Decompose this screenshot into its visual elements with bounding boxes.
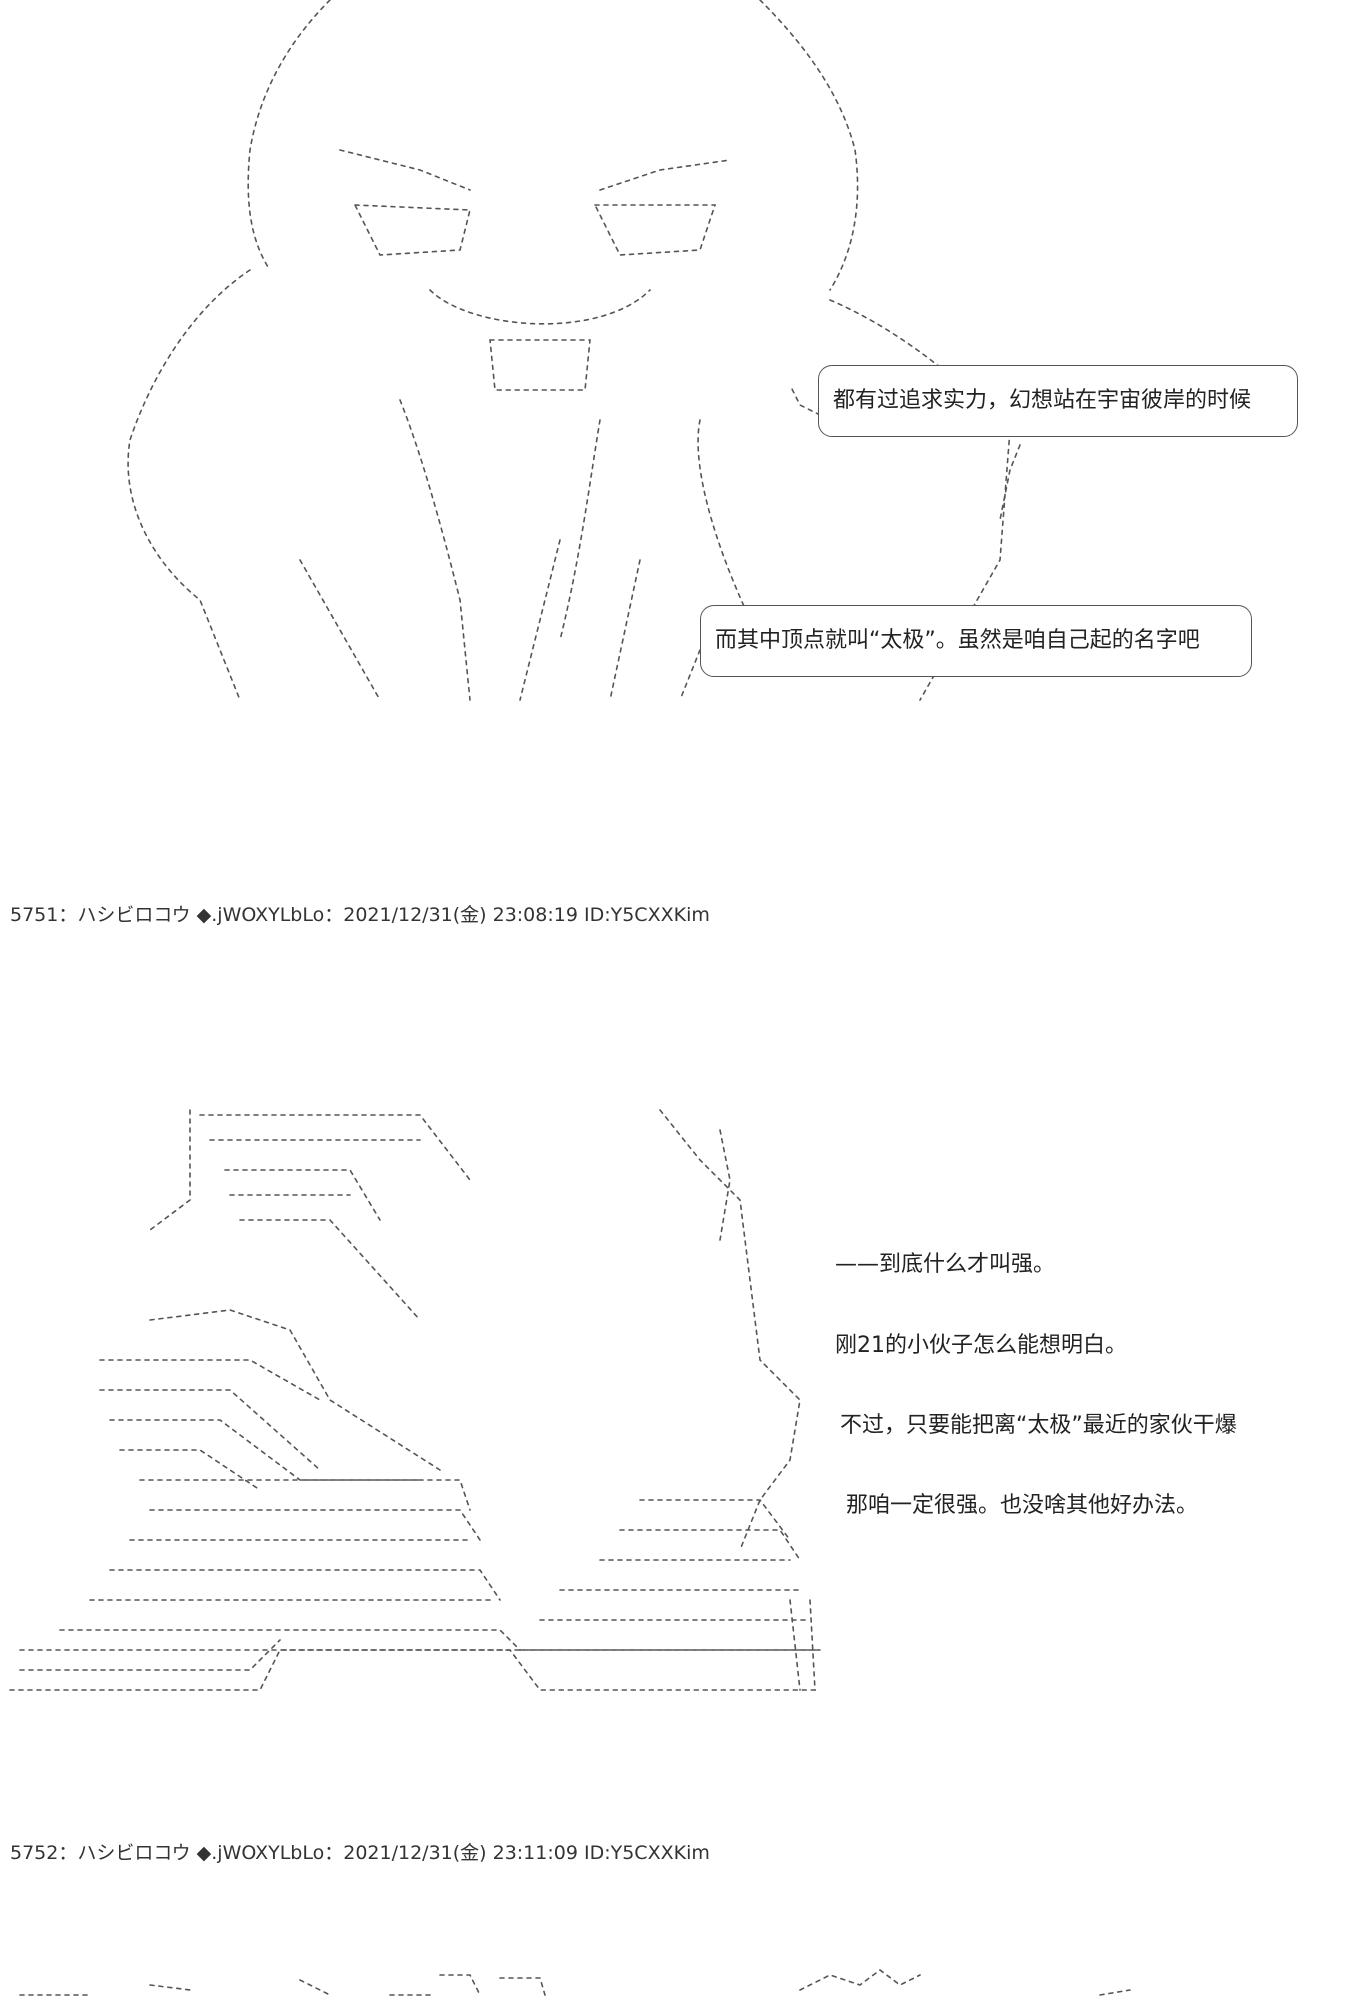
post-header-5751: 5751：ハシビロコウ ◆.jWOXYLbLo：2021/12/31(金) 23…	[10, 904, 710, 926]
post-header-5752: 5752：ハシビロコウ ◆.jWOXYLbLo：2021/12/31(金) 23…	[10, 1842, 710, 1864]
narration-line-1: ——到底什么才叫强。	[835, 1252, 1056, 1277]
speech-bubble-1: 都有过追求实力，幻想站在宇宙彼岸的时候	[818, 365, 1298, 437]
narration-line-4: 那咱一定很强。也没啥其他好办法。	[846, 1493, 1199, 1518]
narration-line-2: 刚21的小伙子怎么能想明白。	[835, 1333, 1127, 1358]
speech-bubble-2: 而其中顶点就叫“太极”。虽然是咱自己起的名字吧	[700, 605, 1252, 677]
narration-line-3: 不过，只要能把离“太极”最近的家伙干爆	[840, 1413, 1237, 1438]
